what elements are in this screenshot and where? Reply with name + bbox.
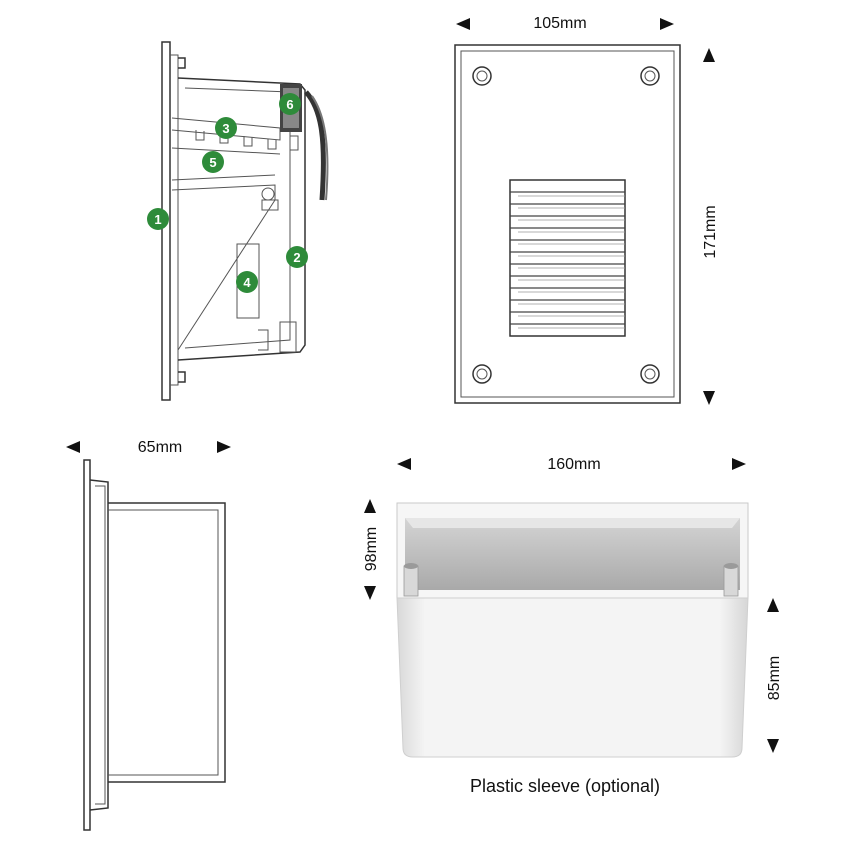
dimension-front-height: 171mm (702, 48, 719, 405)
svg-text:2: 2 (293, 250, 300, 265)
front-width-label: 105mm (533, 15, 586, 32)
dimension-front-width: 105mm (456, 15, 674, 32)
cross-section-view (161, 41, 329, 401)
front-view (454, 44, 681, 404)
dimension-side-depth: 65mm (66, 439, 231, 456)
callout-1: 1 (147, 208, 169, 230)
callout-3: 3 (215, 117, 237, 139)
sleeve-caption: Plastic sleeve (optional) (470, 776, 660, 796)
sleeve-height-front-label: 85mm (766, 656, 783, 700)
front-height-label: 171mm (702, 205, 719, 258)
dimension-sleeve-height-front: 85mm (766, 598, 783, 753)
svg-text:6: 6 (286, 97, 293, 112)
dimension-sleeve-width: 160mm (397, 456, 746, 473)
side-depth-label: 65mm (138, 439, 182, 456)
svg-text:1: 1 (154, 212, 161, 227)
callout-2: 2 (286, 246, 308, 268)
dimension-sleeve-height-back: 98mm (363, 499, 380, 600)
sleeve-height-back-label: 98mm (363, 527, 380, 571)
plastic-sleeve (396, 502, 749, 758)
sleeve-width-label: 160mm (547, 456, 600, 473)
svg-text:3: 3 (222, 121, 229, 136)
callout-5: 5 (202, 151, 224, 173)
svg-text:5: 5 (209, 155, 216, 170)
callout-4: 4 (236, 271, 258, 293)
svg-text:4: 4 (243, 275, 251, 290)
callout-6: 6 (279, 93, 301, 115)
louvre-slats (510, 191, 625, 329)
side-view (83, 459, 226, 831)
